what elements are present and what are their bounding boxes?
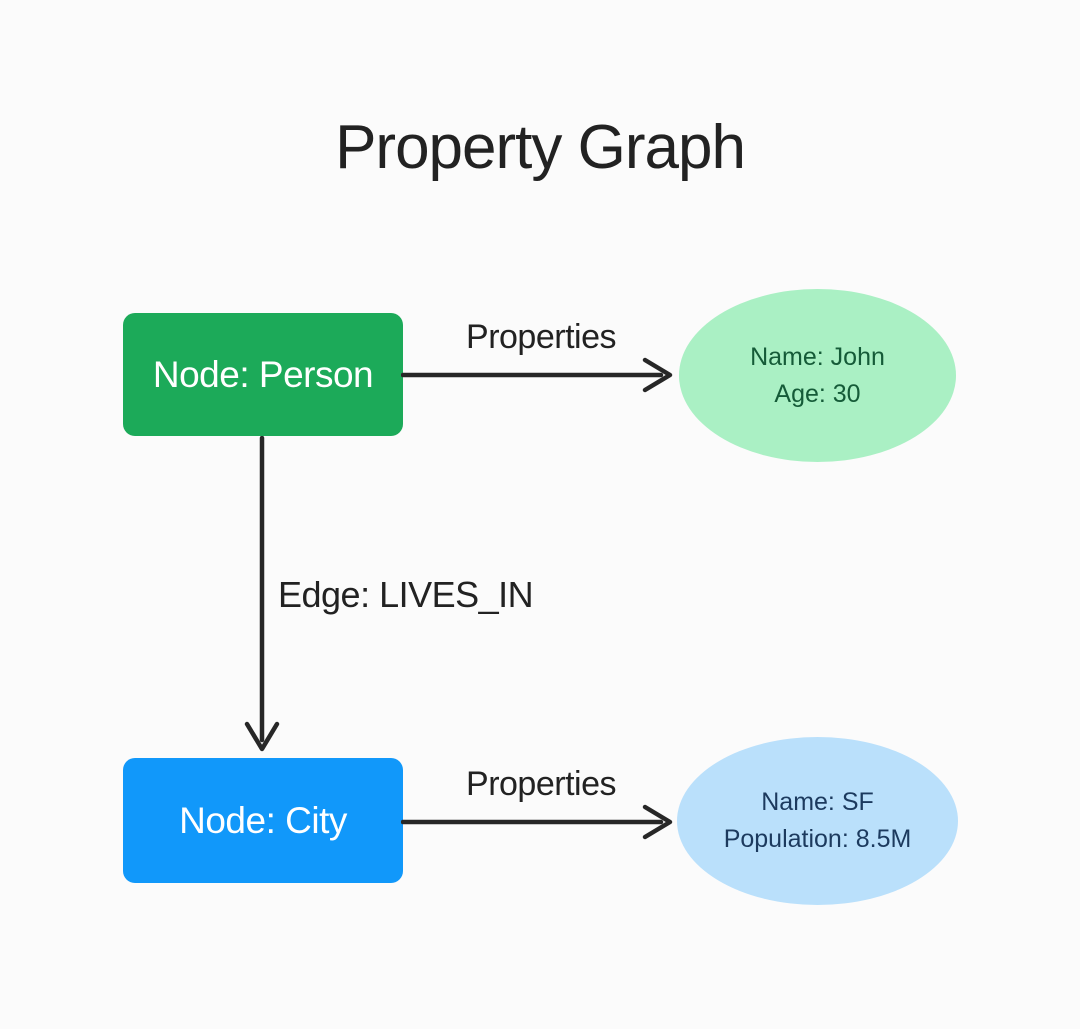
- city-property-name: Name: SF: [761, 788, 874, 816]
- arrow-head-icon: [244, 721, 280, 752]
- city-property-population: Population: 8.5M: [723, 825, 912, 853]
- node-person: Node: Person: [123, 313, 403, 436]
- node-city: Node: City: [123, 758, 403, 883]
- arrow-head-icon: [642, 357, 673, 393]
- lives-in-arrow: [244, 436, 280, 752]
- city-properties-arrow: [401, 804, 673, 840]
- city-properties-ellipse: Name: SF Population: 8.5M: [677, 737, 958, 905]
- lives-in-edge-label: Edge: LIVES_IN: [278, 574, 534, 615]
- node-person-label: Node: Person: [152, 353, 374, 395]
- person-properties-ellipse: Name: John Age: 30: [679, 289, 956, 462]
- person-properties-edge-label: Properties: [466, 318, 616, 356]
- city-properties-edge-label: Properties: [466, 765, 616, 803]
- arrow-head-icon: [642, 804, 673, 840]
- diagram-title: Property Graph: [335, 113, 746, 182]
- node-city-label: Node: City: [179, 799, 347, 841]
- person-property-name: Name: John: [750, 342, 885, 371]
- person-properties-arrow: [401, 357, 673, 393]
- person-property-age: Age: 30: [774, 379, 861, 408]
